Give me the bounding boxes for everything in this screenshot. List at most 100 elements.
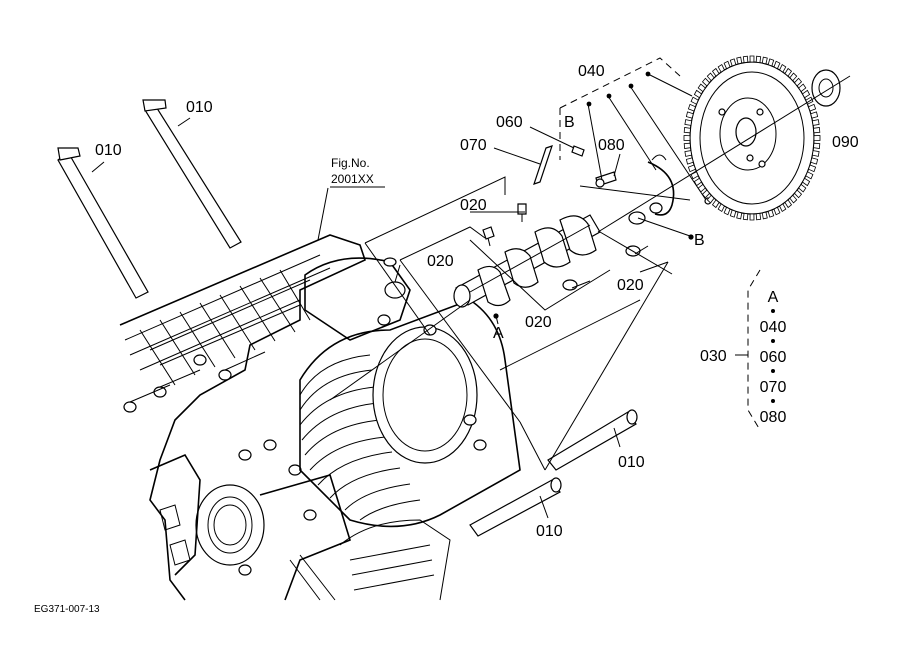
footer-code: EG371-007-13 (34, 604, 100, 615)
gear-tooth (767, 209, 775, 218)
push-rod-lower-left (469, 477, 562, 537)
callout-bolt-2: 020 (427, 253, 454, 270)
kit-item-label: 080 (760, 409, 787, 426)
gear-tooth (773, 206, 781, 216)
gear-tooth (683, 142, 691, 149)
bolt-020-mid (482, 226, 495, 247)
gear-tooth (687, 103, 697, 112)
gear-tooth (749, 55, 755, 63)
kit-item-separator-dot (771, 309, 775, 313)
gear-tooth (711, 67, 720, 77)
gear-tooth (736, 56, 743, 65)
fig-no-value: 2001XX (331, 172, 374, 186)
ref-b-right-label: B (694, 232, 705, 249)
gear-tooth (701, 77, 711, 87)
gear-tooth (685, 111, 694, 119)
gear-tooth (723, 60, 731, 70)
gear-tooth (779, 203, 787, 212)
camshaft (453, 214, 601, 308)
ref-b-top-label: B (564, 114, 575, 131)
gear-tooth (807, 103, 817, 112)
gear-tooth (810, 157, 819, 165)
center-lines (329, 75, 851, 401)
push-rod-lower-right (547, 409, 638, 471)
gear-tooth (811, 119, 820, 126)
leader-frames (91, 57, 707, 519)
callout-pushrod-2: 010 (186, 99, 213, 116)
gear-tooth (793, 189, 803, 199)
gear-tooth (761, 56, 768, 65)
gear-tooth (755, 55, 762, 64)
gear-tooth (773, 60, 781, 70)
gear-tooth (810, 111, 819, 119)
push-rod-upper-right (142, 99, 242, 249)
gear-tooth (729, 58, 737, 67)
gear-tooth (693, 177, 703, 187)
bolt-020-upper (470, 203, 527, 222)
ref-point-b (688, 234, 694, 240)
gear-tooth (736, 211, 743, 220)
gear-tooth (801, 177, 811, 187)
gear-tooth (717, 203, 725, 212)
engine-block (119, 234, 521, 601)
gear-tooth (706, 72, 715, 82)
callout-bolt-1: 020 (460, 197, 487, 214)
gear-tooth (784, 67, 793, 77)
key-060 (571, 145, 585, 157)
callout-pushrod-3: 010 (618, 454, 645, 471)
callout-pushrod-4: 010 (536, 523, 563, 540)
callout-060: 060 (496, 114, 523, 131)
gear-tooth (789, 72, 798, 82)
ref-a-cam-label: A (493, 325, 504, 342)
callout-pushrod-1: 010 (95, 142, 122, 159)
gear-tooth (742, 55, 749, 64)
gear-tooth (683, 127, 691, 134)
gear-tooth (811, 150, 820, 157)
kit-item-separator-dot (771, 369, 775, 373)
gear-tooth (755, 212, 762, 221)
gear-tooth (717, 64, 725, 73)
gear-tooth (687, 164, 697, 173)
gear-tooth (813, 142, 821, 149)
kit-item-separator-dot (771, 339, 775, 343)
kit-number: 030 (700, 348, 727, 365)
gear-tooth (685, 157, 694, 165)
gear-tooth (784, 199, 793, 209)
gear-tooth (798, 83, 807, 93)
gear-tooth (779, 64, 787, 73)
gear-tooth (813, 127, 821, 134)
cylinder-barrel (299, 299, 521, 528)
gear-tooth (805, 171, 814, 180)
gear-tooth (813, 135, 821, 141)
gear-tooth (723, 206, 731, 216)
bolt-020-right (625, 245, 649, 257)
kit-item-separator-dot (771, 399, 775, 403)
gear-tooth (690, 171, 699, 180)
callout-bolt-4: 020 (525, 314, 552, 331)
gear-tooth (761, 211, 768, 220)
washer-090 (811, 69, 841, 107)
callout-070: 070 (460, 137, 487, 154)
governor-weight (628, 154, 675, 225)
fig-no-label: Fig.No. (331, 156, 370, 170)
gear-tooth (711, 199, 720, 209)
pin-070 (533, 145, 553, 185)
gear-tooth (798, 183, 807, 193)
bolt-020-lower (562, 279, 591, 291)
gear-tooth (683, 135, 691, 141)
gear-tooth (807, 164, 817, 173)
gear-tooth (801, 89, 811, 99)
kit-item-label: 070 (760, 379, 787, 396)
kit-item-label: 060 (760, 349, 787, 366)
gear-tooth (693, 89, 703, 99)
gear-tooth (706, 194, 715, 204)
gear-tooth (729, 209, 737, 218)
callout-assembly: 040 (578, 63, 605, 80)
screw-080 (595, 171, 617, 188)
cam-gear (683, 55, 821, 221)
kit-item-label: A (768, 289, 779, 306)
gear-tooth (793, 77, 803, 87)
